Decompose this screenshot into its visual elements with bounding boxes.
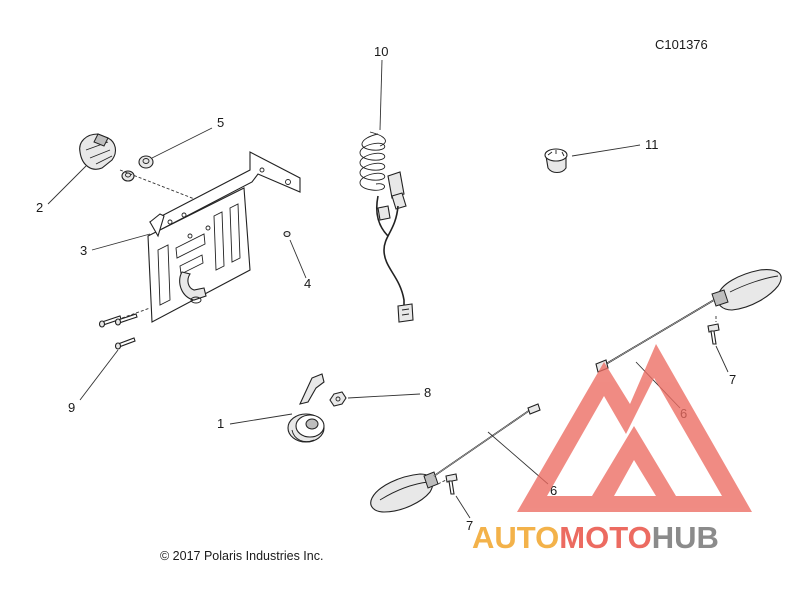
callout-11: 11 xyxy=(645,137,659,152)
part-screw-right xyxy=(707,323,720,345)
callout-8: 8 xyxy=(424,385,431,400)
copyright-notice: © 2017 Polaris Industries Inc. xyxy=(160,549,323,563)
part-bracket xyxy=(147,151,301,323)
reference-code: C101376 xyxy=(655,37,708,52)
callout-7-lower: 7 xyxy=(466,518,473,533)
watermark-moto: MOTO xyxy=(559,520,651,555)
callout-4: 4 xyxy=(304,276,311,291)
part-nut xyxy=(329,391,347,407)
part-turn-signal-left xyxy=(370,403,541,513)
part-lamp-housing xyxy=(79,133,117,170)
watermark-logo xyxy=(517,344,752,512)
callout-10: 10 xyxy=(374,44,388,59)
callout-3: 3 xyxy=(80,243,87,258)
part-screw-left xyxy=(445,473,458,495)
callout-7-upper: 7 xyxy=(729,372,736,387)
part-socket xyxy=(544,148,568,174)
part-turn-signal-right xyxy=(595,269,782,373)
watermark-auto: AUTO xyxy=(472,520,559,555)
leader-lines xyxy=(47,59,729,519)
callout-1: 1 xyxy=(217,416,224,431)
part-screws xyxy=(98,313,138,350)
assembly-line-7b xyxy=(437,479,447,485)
part-horn xyxy=(287,373,325,443)
callout-2: 2 xyxy=(36,200,43,215)
part-coiled-cable xyxy=(359,131,414,323)
callout-9: 9 xyxy=(68,400,75,415)
callout-6-lower: 6 xyxy=(550,483,557,498)
part-grommet xyxy=(121,155,154,182)
watermark-text: AUTOMOTOHUB xyxy=(472,520,719,555)
watermark-hub: HUB xyxy=(652,520,719,555)
part-rivet xyxy=(283,230,291,238)
watermark-triangle xyxy=(517,344,752,512)
callout-5: 5 xyxy=(217,115,224,130)
